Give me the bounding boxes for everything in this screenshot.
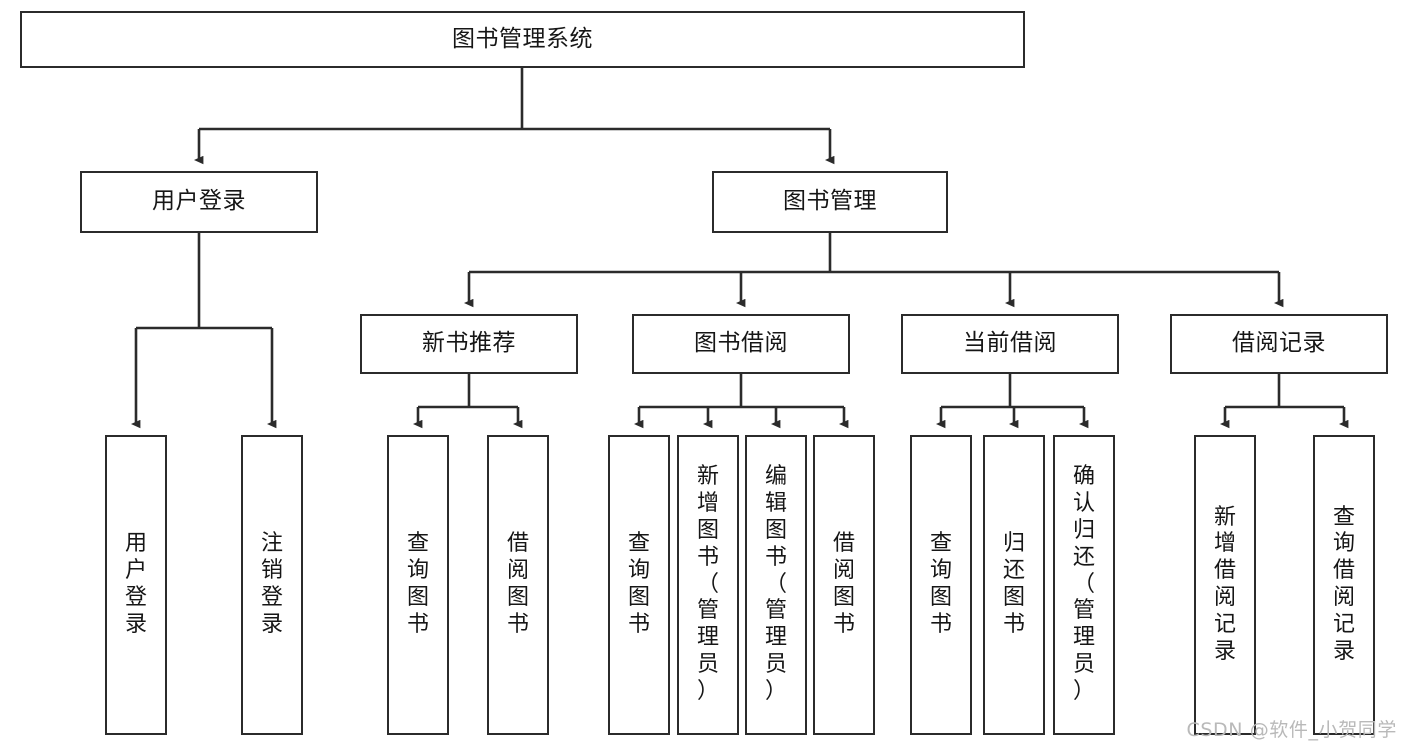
leaf-borrow-query[interactable]: 查 询 图 书 [608,435,670,735]
leaf-borrow-add[interactable]: 新 增 图 书 （ 管 理 员 ） [677,435,739,735]
leaf-record-query-label: 查 询 借 阅 记 录 [1332,504,1355,664]
leaf-borrow-query-label: 查 询 图 书 [627,531,650,637]
node-current-borrow[interactable]: 当前借阅 [901,314,1119,374]
leaf-user-logout[interactable]: 注 销 登 录 [241,435,303,735]
leaf-user-logout-label: 注 销 登 录 [260,531,283,637]
csdn-watermark: CSDN @软件_小贺同学 [1186,719,1397,741]
node-book-borrow-label: 图书借阅 [694,330,788,357]
node-root[interactable]: 图书管理系统 [20,11,1025,68]
leaf-borrow-edit-label: 编 辑 图 书 （ 管 理 员 ） [764,464,787,704]
leaf-current-query-label: 查 询 图 书 [929,531,952,637]
leaf-current-return-label: 归 还 图 书 [1002,531,1025,637]
node-book-borrow[interactable]: 图书借阅 [632,314,850,374]
node-user-login-label: 用户登录 [152,188,246,215]
leaf-current-return[interactable]: 归 还 图 书 [983,435,1045,735]
leaf-record-add[interactable]: 新 增 借 阅 记 录 [1194,435,1256,735]
node-book-manage[interactable]: 图书管理 [712,171,948,233]
leaf-borrow-add-label: 新 增 图 书 （ 管 理 员 ） [696,464,719,704]
leaf-rec-borrow[interactable]: 借 阅 图 书 [487,435,549,735]
leaf-borrow-lend-label: 借 阅 图 书 [832,531,855,637]
leaf-current-confirm[interactable]: 确 认 归 还 （ 管 理 员 ） [1053,435,1115,735]
leaf-record-add-label: 新 增 借 阅 记 录 [1213,504,1236,664]
leaf-current-confirm-label: 确 认 归 还 （ 管 理 员 ） [1072,464,1095,704]
leaf-record-query[interactable]: 查 询 借 阅 记 录 [1313,435,1375,735]
leaf-rec-query-label: 查 询 图 书 [406,531,429,637]
leaf-user-login-label: 用 户 登 录 [124,531,147,637]
leaf-user-login[interactable]: 用 户 登 录 [105,435,167,735]
node-root-label: 图书管理系统 [452,25,593,52]
node-new-book-rec-label: 新书推荐 [422,330,516,357]
node-new-book-rec[interactable]: 新书推荐 [360,314,578,374]
leaf-borrow-edit[interactable]: 编 辑 图 书 （ 管 理 员 ） [745,435,807,735]
node-current-borrow-label: 当前借阅 [963,330,1057,357]
leaf-current-query[interactable]: 查 询 图 书 [910,435,972,735]
leaf-borrow-lend[interactable]: 借 阅 图 书 [813,435,875,735]
node-book-manage-label: 图书管理 [783,188,877,215]
leaf-rec-query[interactable]: 查 询 图 书 [387,435,449,735]
node-user-login[interactable]: 用户登录 [80,171,318,233]
leaf-rec-borrow-label: 借 阅 图 书 [506,531,529,637]
node-borrow-record[interactable]: 借阅记录 [1170,314,1388,374]
node-borrow-record-label: 借阅记录 [1232,330,1326,357]
